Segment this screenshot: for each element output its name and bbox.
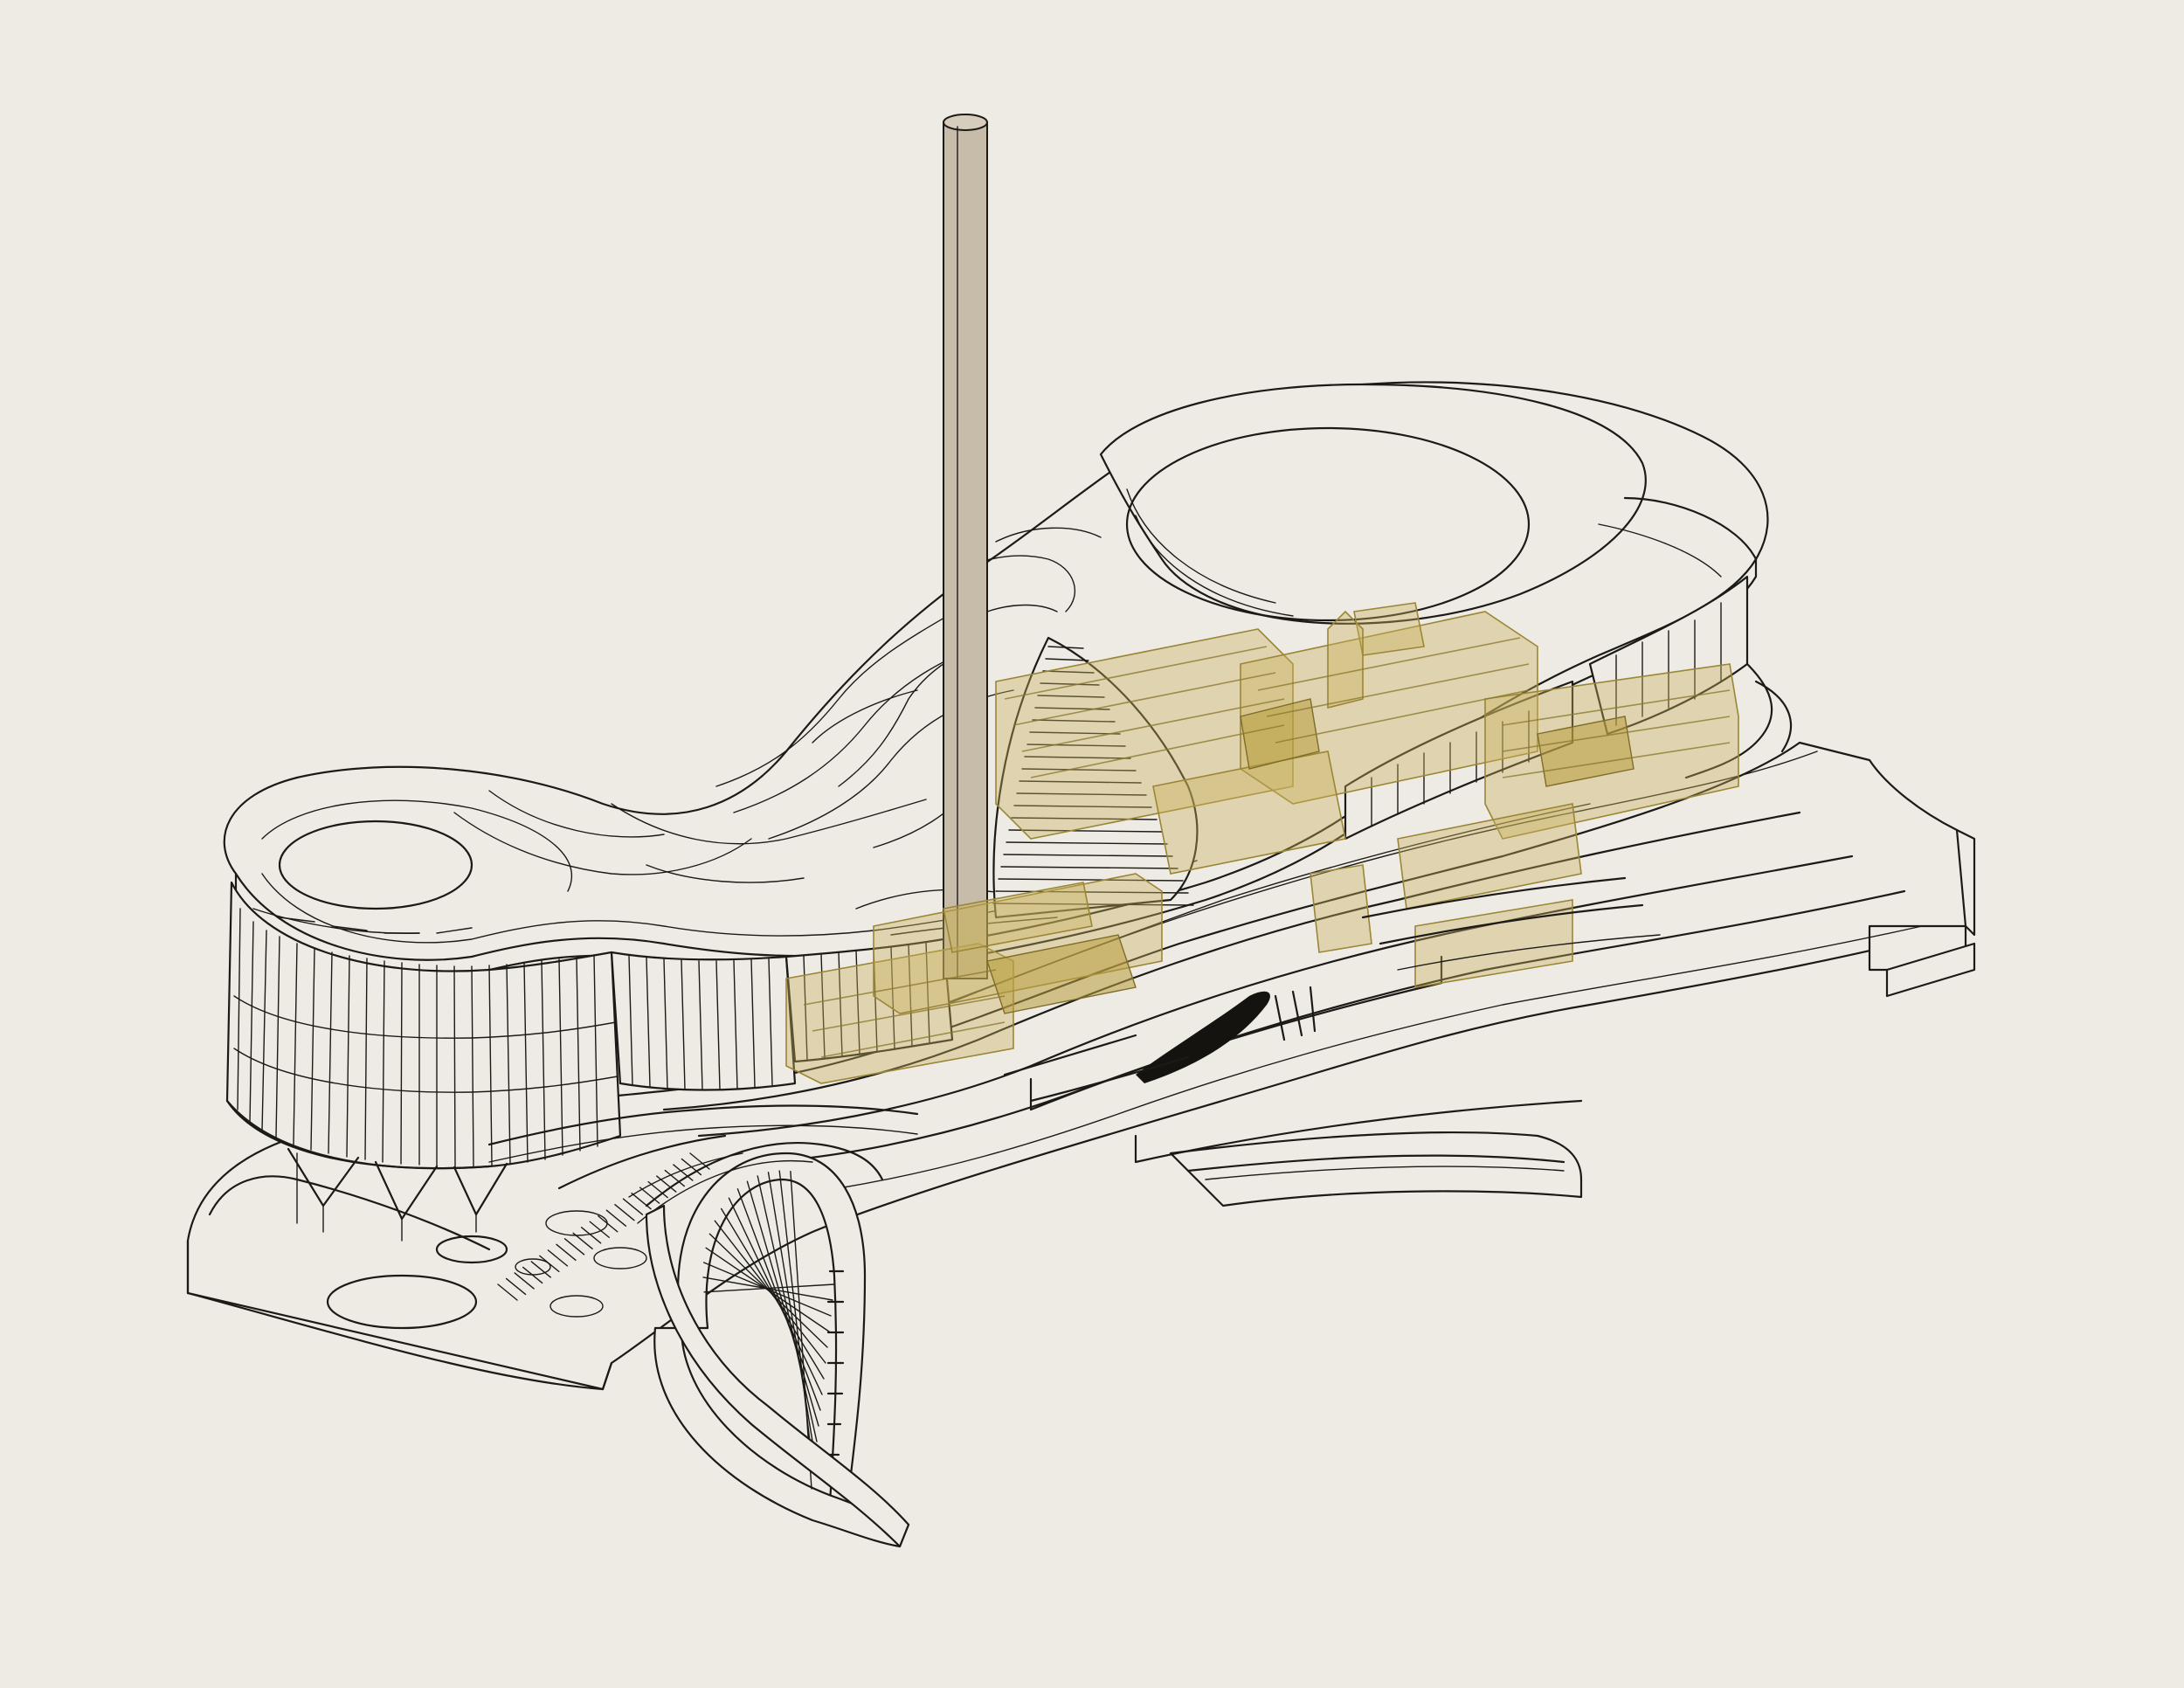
plaza-hatch-line — [647, 1180, 668, 1199]
seat-step — [1040, 682, 1100, 686]
seat-step — [1047, 646, 1084, 649]
facade-fins — [233, 908, 619, 1167]
plaza-hatch-line — [664, 1169, 686, 1187]
dark-canopy — [1136, 986, 1317, 1083]
plaza-hatch-line — [514, 1272, 535, 1290]
plaza-hatch-line — [563, 1238, 585, 1256]
seat-step — [998, 878, 1184, 882]
seat-step — [1045, 658, 1089, 661]
seat-step — [1029, 731, 1121, 735]
seat-step — [1026, 744, 1126, 747]
seat-step — [1006, 841, 1168, 845]
plaza-hatch-line — [605, 1209, 627, 1227]
bridge-cable — [736, 1188, 821, 1411]
plaza-hatch-line — [505, 1277, 527, 1296]
plaza-hatch-line — [522, 1266, 543, 1284]
plaza-hatch-line — [572, 1232, 593, 1249]
lower-plaza — [208, 1104, 919, 1330]
plaza-hatch-line — [631, 1192, 652, 1210]
plaza-hatch-line — [614, 1204, 635, 1221]
plaza-hatch-line — [539, 1255, 560, 1273]
chimney — [943, 114, 988, 979]
seat-step — [995, 890, 1189, 894]
bridge-cable — [728, 1197, 823, 1395]
ramp-strips — [1003, 876, 1661, 1103]
plaza-hatch-line — [580, 1227, 602, 1244]
stepped-seating — [992, 636, 1199, 919]
plaza-hatch-line — [639, 1186, 660, 1204]
interior-volumes — [785, 602, 1739, 1084]
plaza-hatch-line — [598, 1215, 619, 1233]
seat-step — [992, 903, 1194, 906]
bridge-cable — [746, 1180, 819, 1427]
seat-step — [1042, 670, 1095, 674]
plaza-hatch-line — [656, 1175, 677, 1193]
plaza-hatch-line — [547, 1249, 569, 1267]
arched-bridge — [637, 1141, 910, 1548]
plaza-hatch-line — [530, 1261, 551, 1278]
drum-support-columns — [287, 1147, 508, 1242]
seat-step — [1008, 829, 1163, 833]
bridge-cable — [790, 1171, 812, 1490]
seat-step — [1003, 854, 1173, 857]
seat-step — [1037, 695, 1105, 698]
seat-step — [1021, 768, 1137, 771]
plaza-hatch-line — [673, 1164, 694, 1181]
seat-step — [1032, 719, 1116, 723]
bridge-cable — [721, 1207, 825, 1380]
seat-step — [1034, 707, 1110, 710]
seat-step — [1016, 792, 1147, 796]
bridge-cable — [714, 1220, 826, 1364]
plaza-hatch-line — [622, 1198, 644, 1215]
plaza-hatch-line — [589, 1221, 610, 1238]
plaza-hatch-line — [681, 1158, 702, 1176]
seat-step — [1013, 805, 1152, 808]
seat-step — [1011, 817, 1158, 820]
seat-step — [1019, 780, 1142, 784]
bridge-cable — [767, 1172, 816, 1458]
front-terrace — [1169, 1131, 1583, 1207]
mid-facade-fins — [610, 937, 954, 1091]
bridge-cable — [757, 1175, 818, 1442]
left-roof-contours — [252, 790, 927, 934]
plaza-hatch-line — [556, 1243, 577, 1262]
plaza-hatch-line — [497, 1283, 518, 1301]
seat-step — [1024, 756, 1131, 759]
right-oval-roof — [1099, 383, 1758, 625]
left-drum-facade — [225, 881, 622, 1242]
seat-step — [1000, 866, 1178, 869]
